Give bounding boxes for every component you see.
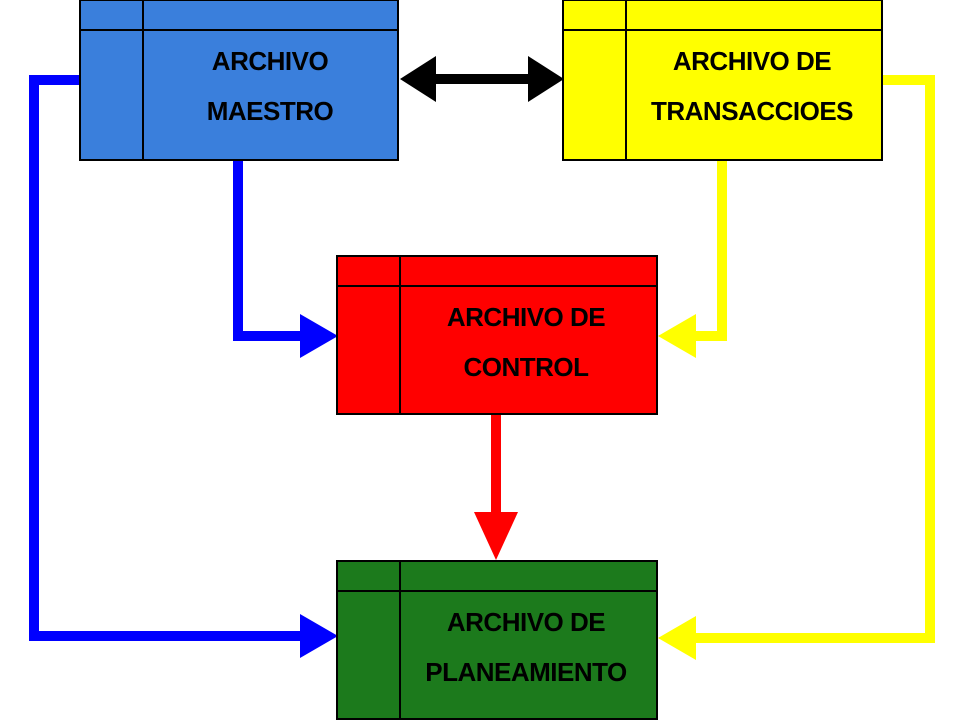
box-transacciones-label-line1: ARCHIVO DE: [673, 46, 831, 76]
arrowhead-to-maestro: [400, 56, 436, 102]
arrowhead-control-to-planeamiento: [474, 512, 518, 560]
box-archivo-transacciones: ARCHIVO DE TRANSACCIOES: [562, 0, 883, 161]
connector-maestro-to-planeamiento: [29, 75, 310, 641]
box-maestro-label-line1: ARCHIVO: [212, 46, 329, 76]
box-transacciones-body: [562, 0, 883, 161]
box-maestro-body: [79, 0, 399, 161]
box-planeamiento-label-line2: PLANEAMIENTO: [425, 657, 627, 687]
box-planeamiento-body: [336, 560, 658, 720]
box-planeamiento-label-line1: ARCHIVO DE: [447, 607, 605, 637]
box-archivo-planeamiento: ARCHIVO DE PLANEAMIENTO: [336, 560, 658, 720]
box-archivo-control: ARCHIVO DE CONTROL: [336, 255, 658, 415]
arrowhead-transacciones-to-planeamiento: [658, 616, 696, 660]
connector-maestro-to-control: [233, 160, 310, 341]
arrowhead-maestro-to-control: [300, 314, 338, 358]
connector-transacciones-to-planeamiento: [686, 75, 935, 643]
arrowhead-maestro-to-planeamiento: [300, 614, 338, 658]
box-transacciones-label-line2: TRANSACCIOES: [651, 96, 853, 126]
arrowhead-transacciones-to-control: [658, 314, 696, 358]
connectors: [29, 56, 935, 660]
box-maestro-label-line2: MAESTRO: [207, 96, 334, 126]
box-archivo-maestro: ARCHIVO MAESTRO: [79, 0, 399, 161]
connector-transacciones-to-control: [686, 160, 727, 341]
box-control-label-line2: CONTROL: [463, 352, 589, 382]
box-control-label-line1: ARCHIVO DE: [447, 302, 605, 332]
box-control-body: [336, 255, 658, 415]
arrowhead-to-transacciones: [528, 56, 564, 102]
